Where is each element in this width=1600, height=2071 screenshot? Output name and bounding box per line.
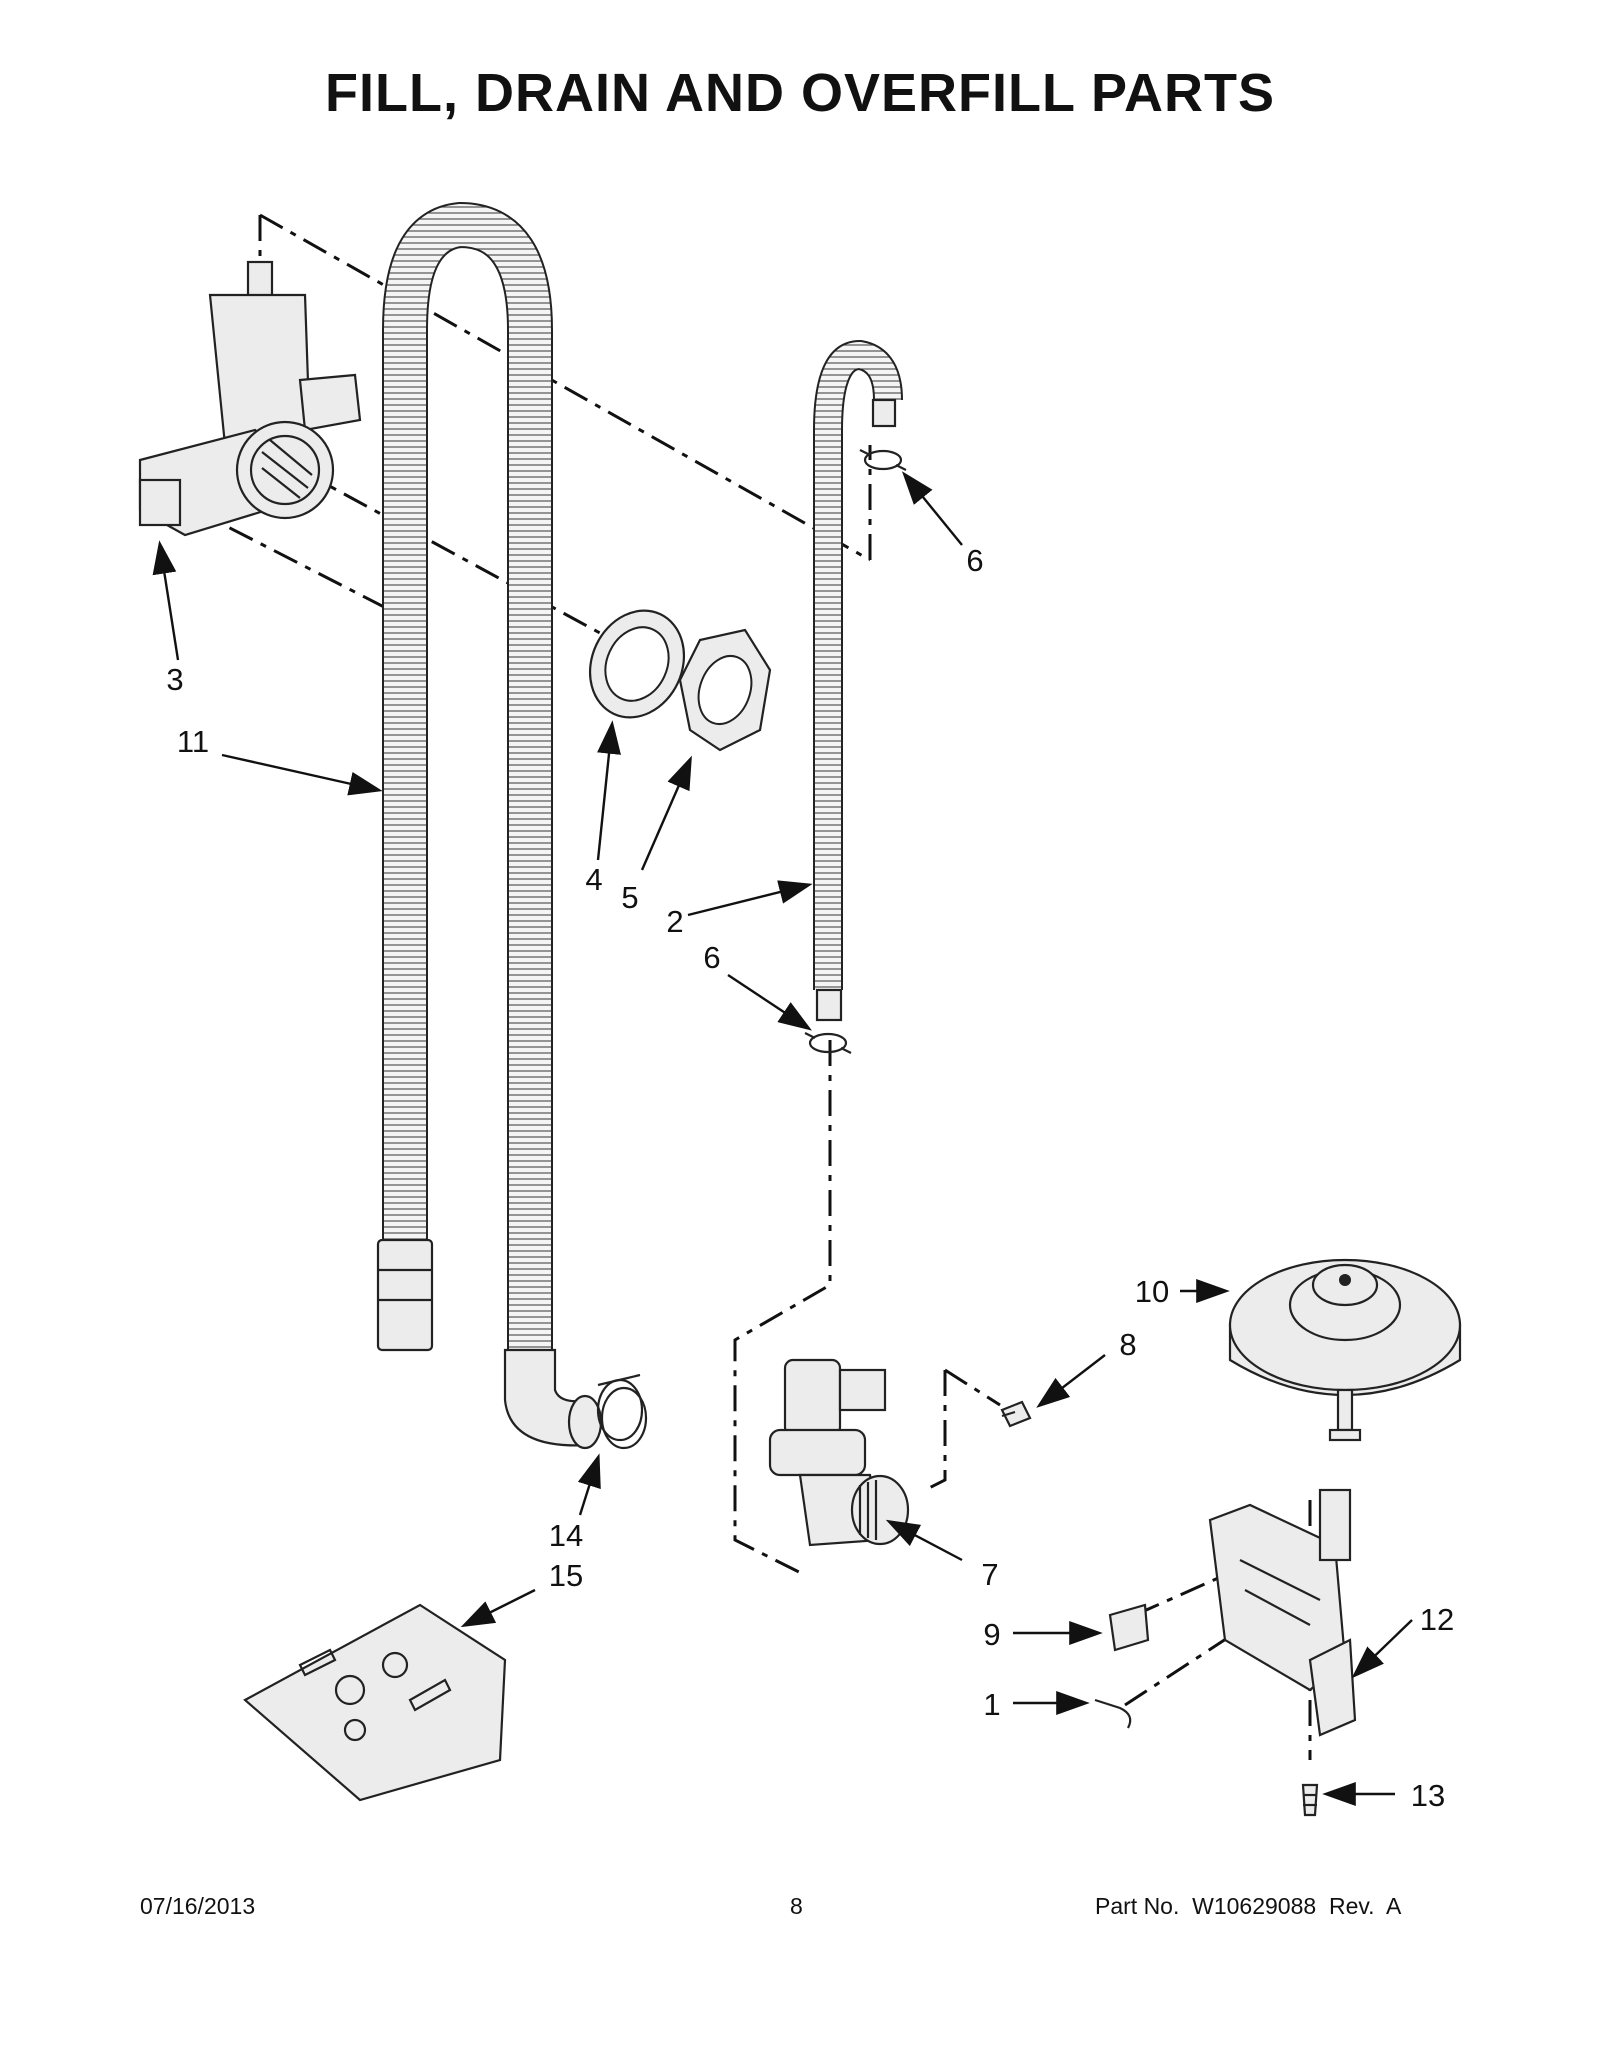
page-title: FILL, DRAIN AND OVERFILL PARTS xyxy=(325,63,1275,123)
part-15-parts-bag xyxy=(243,1603,507,1802)
callout-14: 14 xyxy=(549,1518,583,1553)
callout-1: 1 xyxy=(983,1687,1000,1722)
callout-2: 2 xyxy=(666,904,683,939)
callout-13: 11 xyxy=(177,724,209,759)
footer-part-number: Part No. W10629088 Rev. A xyxy=(1095,1893,1402,1919)
callout-12: 10 xyxy=(1135,1274,1169,1309)
part-9-switch xyxy=(1108,1603,1150,1652)
callout-9: 9 xyxy=(983,1617,1000,1652)
callout-4: 4 xyxy=(585,862,602,897)
callout-labels: 3 11 4 5 2 6 6 7 8 10 9 1 12 13 14 15 xyxy=(166,543,1454,1813)
callout-7: 7 xyxy=(981,1557,998,1592)
part-3-drain-bracket xyxy=(138,260,362,537)
callout-8: 8 xyxy=(1119,1327,1136,1362)
part-12-float xyxy=(1228,1258,1462,1442)
callout-11: 13 xyxy=(1411,1778,1445,1813)
part-8-screw xyxy=(1000,1400,1032,1428)
leader-arrows xyxy=(152,471,1413,1806)
part-6-hose-clamp-lower xyxy=(804,1032,852,1054)
callout-5: 5 xyxy=(621,880,638,915)
part-14-spring-clamp xyxy=(596,1373,648,1450)
part-11-screw xyxy=(1301,1783,1319,1817)
part-7-water-valve xyxy=(768,1358,910,1547)
part-13-drain-hose xyxy=(376,201,603,1450)
footer-date: 07/16/2013 xyxy=(140,1893,256,1919)
callout-10: 12 xyxy=(1420,1602,1454,1637)
part-5-nut xyxy=(678,628,772,752)
part-4-gasket xyxy=(588,609,686,719)
callout-6-lower: 6 xyxy=(703,940,720,975)
part-10-switch-bracket xyxy=(1208,1488,1357,1737)
part-1-actuator xyxy=(1094,1698,1132,1729)
callout-15: 15 xyxy=(549,1558,583,1593)
callout-3: 3 xyxy=(166,662,183,697)
footer-page-number: 8 xyxy=(790,1893,803,1919)
callout-6-upper: 6 xyxy=(966,543,983,578)
part-2-fill-hose xyxy=(813,339,903,1022)
part-6-hose-clamp-upper xyxy=(859,449,907,471)
